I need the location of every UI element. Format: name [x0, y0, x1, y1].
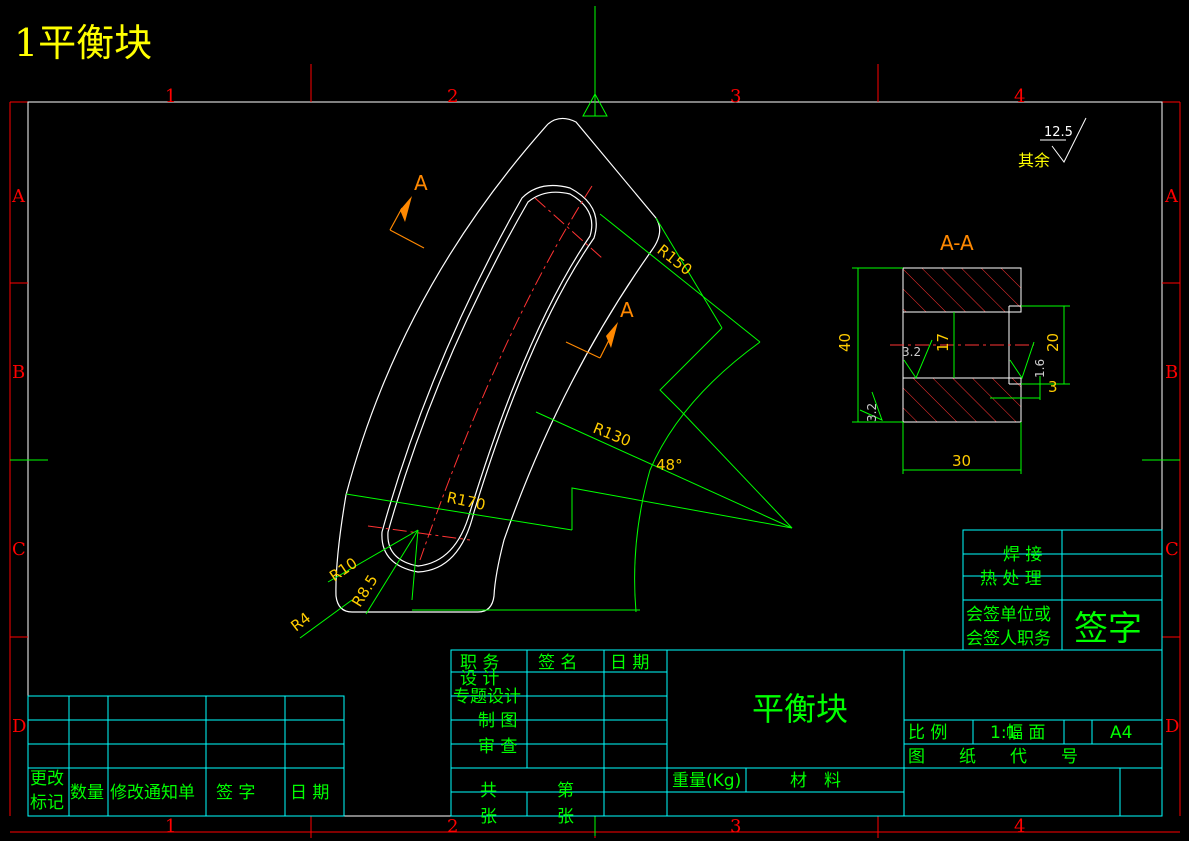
- row-label: C: [1165, 539, 1179, 560]
- sign-label: 签字: [1074, 609, 1142, 649]
- tb-row-check: 审 查: [478, 737, 517, 757]
- tb-zhang1: 张: [480, 807, 497, 827]
- tb-size-label: 幅 面: [1006, 723, 1045, 743]
- part-outline: [335, 117, 661, 613]
- column-label: 4: [1014, 86, 1025, 107]
- row-label: B: [12, 362, 25, 383]
- sign-row-weld: 焊 接: [1003, 545, 1042, 565]
- column-label: 3: [730, 86, 741, 107]
- tb-col-date: 日 期: [610, 653, 649, 673]
- dim-17: 17: [934, 333, 952, 352]
- row-label: A: [11, 186, 26, 207]
- column-label: 4: [1014, 816, 1025, 837]
- section-label-a: A: [620, 298, 634, 322]
- tb-drawing-code: 图 纸 代 号: [908, 747, 1078, 767]
- section-title: A-A: [940, 231, 974, 255]
- section-label-a: A: [414, 171, 428, 195]
- rev-header-mark2: 标记: [30, 793, 64, 813]
- rev-header-qty: 数量: [70, 783, 104, 803]
- tb-row-draw: 制 图: [478, 711, 517, 731]
- rev-header-sign: 签 字: [216, 783, 255, 803]
- drawing-frame: [9, 64, 1181, 838]
- dim-angle: 48°: [656, 456, 683, 474]
- rev-header-mark1: 更改: [30, 769, 64, 789]
- rough-32-a: 3.2: [902, 345, 921, 359]
- roughness-value: 12.5: [1044, 125, 1073, 140]
- row-label: B: [1165, 362, 1178, 383]
- section-view: A-A: [836, 231, 1070, 474]
- tb-sheet-num: 第: [557, 781, 574, 801]
- row-label: D: [12, 716, 26, 737]
- tb-material: 材 料: [790, 771, 841, 791]
- rough-32-b: 3.2: [865, 403, 879, 422]
- rev-header-date: 日 期: [290, 783, 329, 803]
- slot-centerline: [367, 185, 603, 561]
- column-label: 3: [730, 816, 741, 837]
- roughness-label: 其余: [1018, 151, 1050, 170]
- title-block: 职 务 签 名 日 期 设 计 专题设计 制 图 审 查 共 张 第 张 重量(…: [450, 649, 1163, 827]
- column-label: 1: [165, 86, 176, 107]
- dim-20: 20: [1044, 333, 1062, 352]
- frame-labels: 1 2 3 4 1 2 3 4 A B C D A B C D: [11, 86, 1179, 837]
- tb-row-design: 设 计: [460, 669, 499, 689]
- sign-row-unit: 会签单位或: [966, 605, 1051, 625]
- column-label: 1: [165, 816, 176, 837]
- rough-16: 1.6: [1033, 359, 1047, 378]
- dim-r85: R8.5: [348, 572, 381, 611]
- tb-scale-value: 1:1: [990, 723, 1017, 743]
- tb-zhang2: 张: [557, 807, 574, 827]
- section-arrows: A A: [389, 171, 634, 359]
- tb-size-value: A4: [1110, 723, 1132, 743]
- tb-scale-label: 比 例: [908, 723, 947, 743]
- sign-row-duty: 会签人职务: [966, 629, 1051, 649]
- dim-3: 3: [1048, 378, 1058, 396]
- drawing-title: 1平衡块: [14, 21, 152, 65]
- rev-header-notice: 修改通知单: [110, 783, 195, 803]
- row-label: C: [12, 539, 26, 560]
- tb-row-special: 专题设计: [453, 687, 521, 707]
- tb-col-name: 签 名: [538, 653, 577, 673]
- tb-col-duty: 职 务: [460, 653, 499, 673]
- dimension-lines: [299, 213, 793, 639]
- dim-r130: R130: [591, 419, 634, 450]
- dim-30: 30: [952, 452, 971, 470]
- column-label: 2: [447, 86, 458, 107]
- dim-40: 40: [836, 333, 854, 352]
- tb-weight: 重量(Kg): [672, 771, 741, 791]
- sign-row-heat: 热 处 理: [980, 569, 1042, 589]
- row-label: D: [1165, 716, 1179, 737]
- tb-part-name: 平衡块: [752, 690, 848, 728]
- revision-table: 更改 标记 数量 修改通知单 签 字 日 期: [27, 695, 345, 817]
- centering-marks: [10, 6, 1180, 836]
- row-label: A: [1164, 186, 1179, 207]
- tb-total: 共: [480, 781, 497, 801]
- column-label: 2: [447, 816, 458, 837]
- roughness-symbol: 12.5 其余: [1018, 117, 1087, 170]
- sign-block: 焊 接 热 处 理 会签单位或 会签人职务 签字: [962, 529, 1163, 651]
